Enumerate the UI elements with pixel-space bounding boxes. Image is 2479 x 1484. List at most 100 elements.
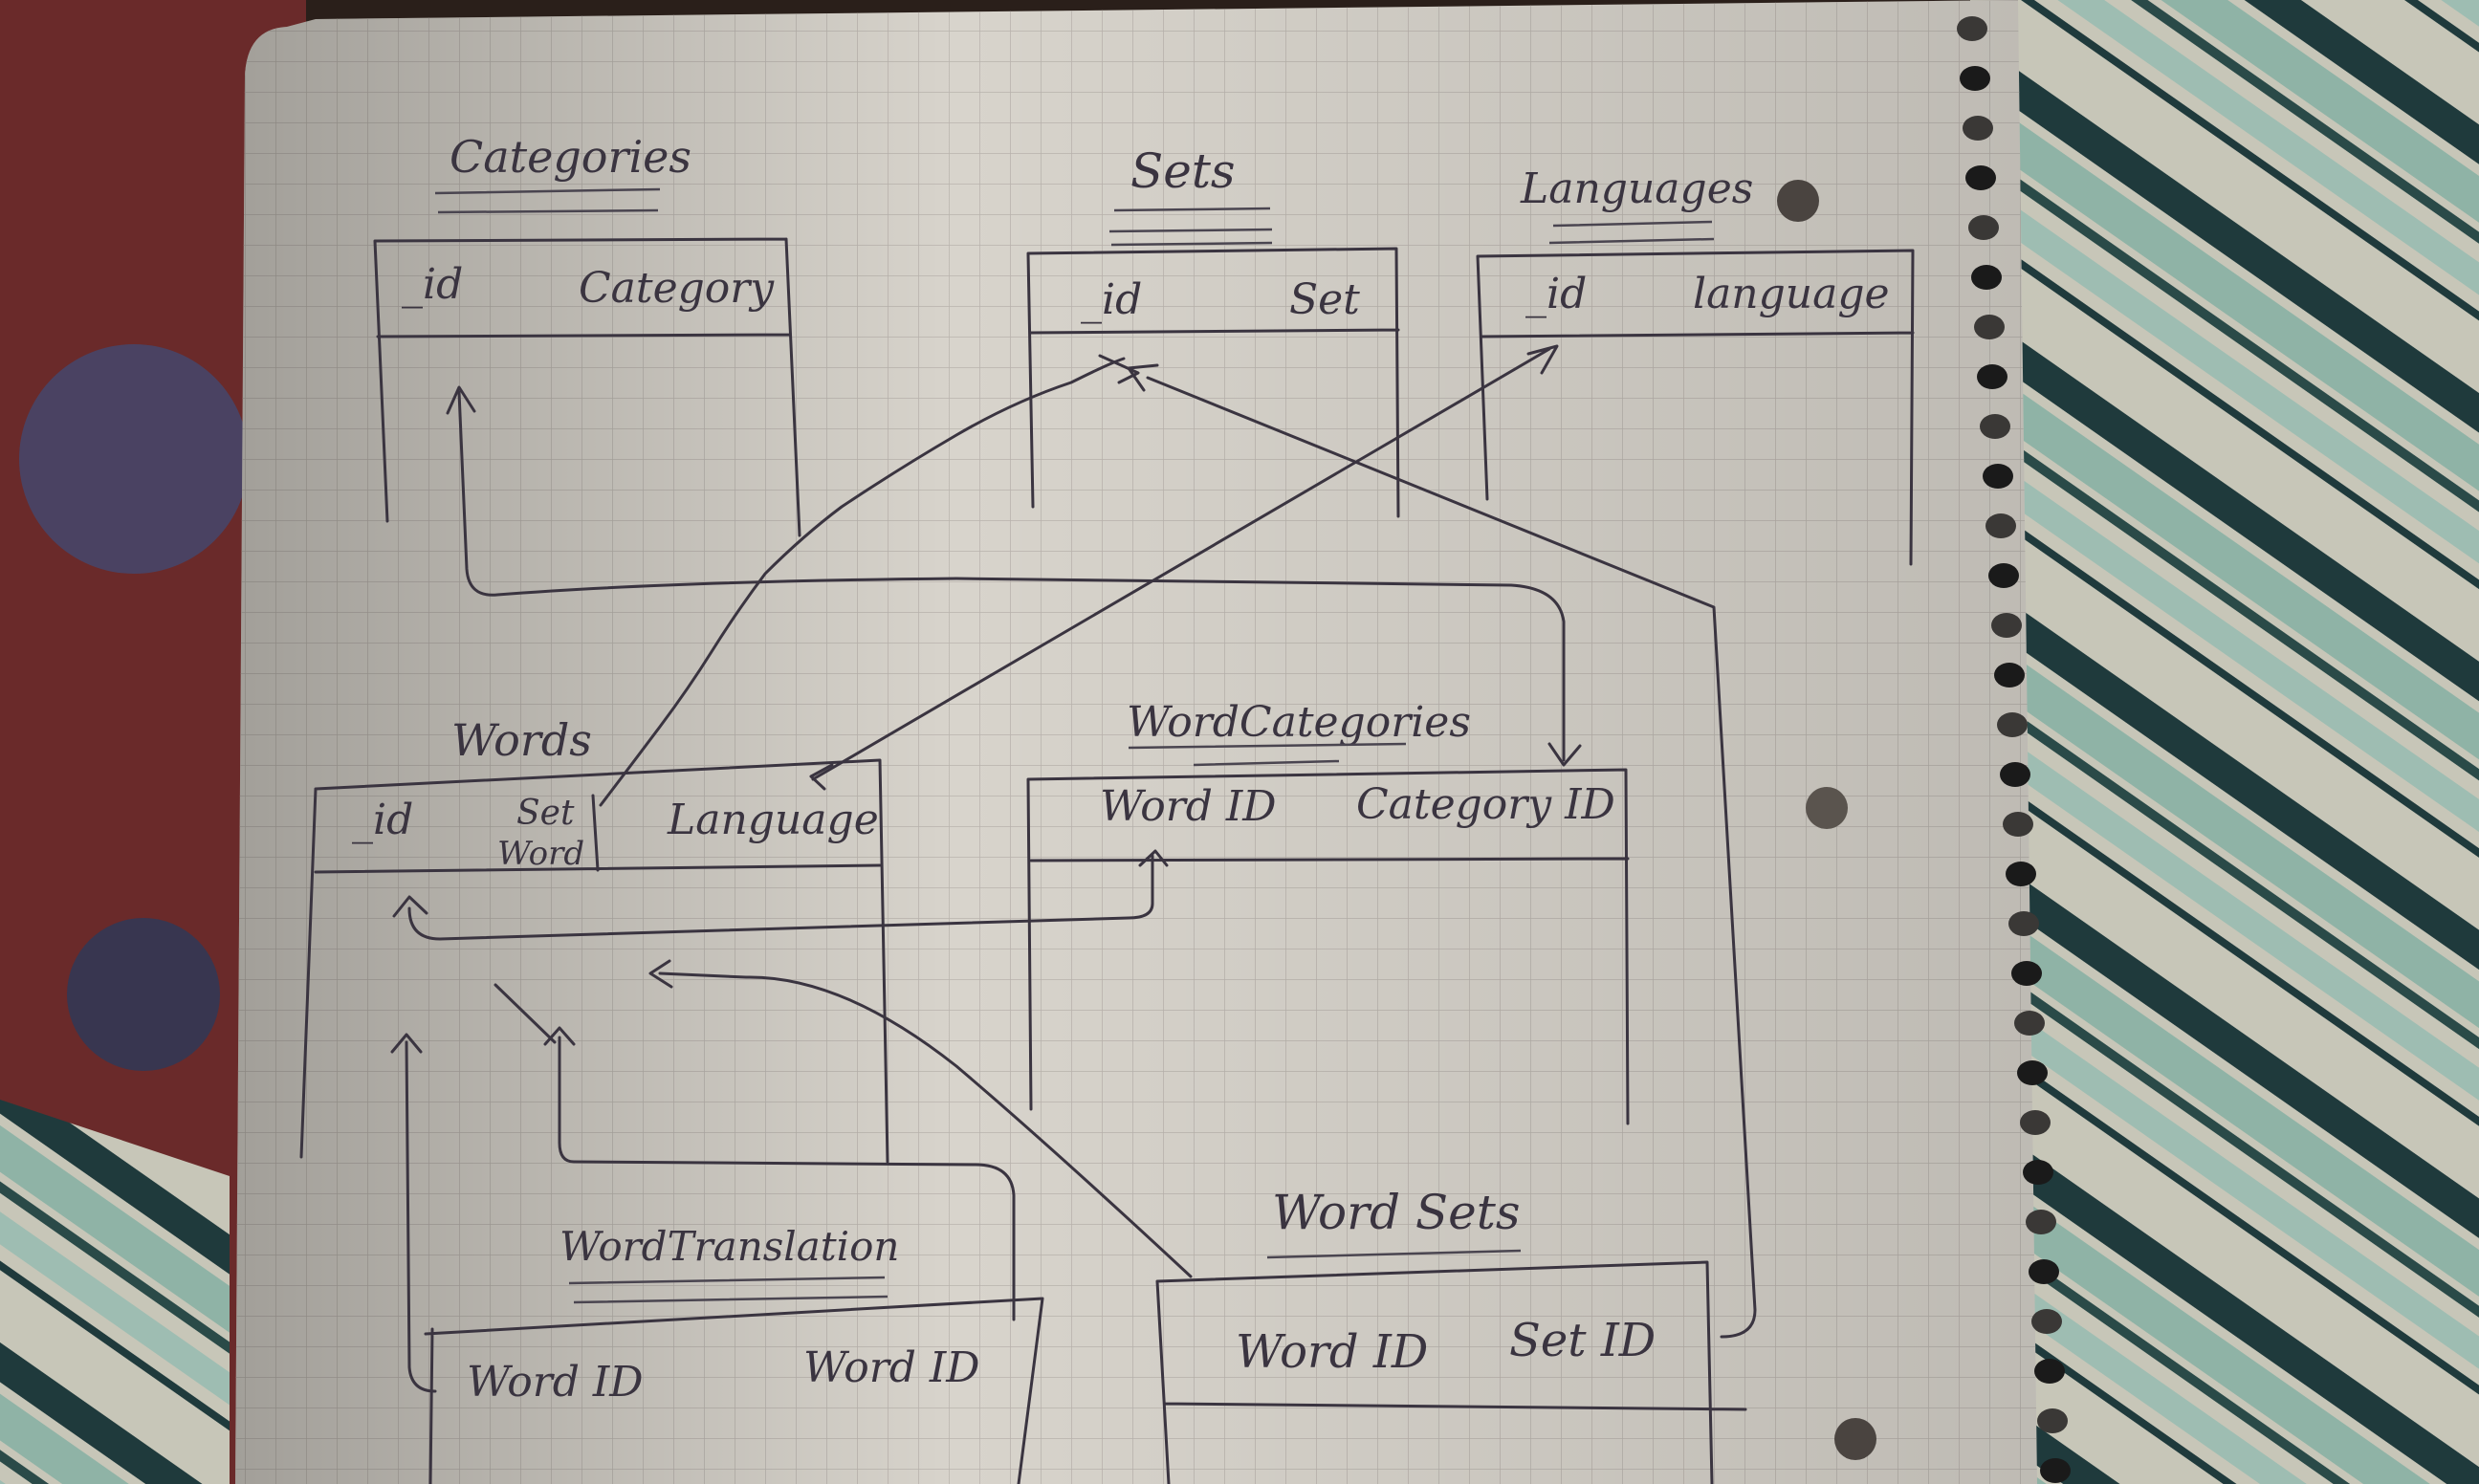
perforation-hole (2011, 961, 2042, 986)
perforation-hole (2031, 1309, 2062, 1334)
punch-hole (1834, 1418, 1876, 1460)
left-fabric-ornament (19, 344, 249, 574)
table-sets-title: Sets (1130, 143, 1236, 199)
perforation-hole (1980, 414, 2010, 439)
perforation-hole (2017, 1060, 2048, 1085)
title-underline (568, 1276, 888, 1304)
table-categories: Categories _id Category (373, 131, 801, 537)
column-set-id: Set ID (1509, 1314, 1656, 1367)
perforation-hole (2020, 1110, 2051, 1135)
perforation-hole (1960, 66, 1990, 91)
perforation-hole (2000, 762, 2030, 787)
arrow-words-language-to-languages-id (811, 347, 1551, 781)
table-languages-outline (1476, 249, 1915, 566)
column-word-id: Word ID (1100, 782, 1277, 831)
table-wordsets-title: Word Sets (1272, 1185, 1521, 1240)
punch-hole (1777, 180, 1819, 222)
arrow-wordsets-wordid-to-words (658, 971, 1193, 1278)
perforation-hole (2040, 1458, 2071, 1483)
table-words-title: Words (451, 714, 592, 766)
table-wordtranslation: WordTranslation Word ID Word ID (424, 1223, 1044, 1484)
punch-holes (1777, 180, 1876, 1460)
column-language: language (1693, 270, 1890, 318)
column-id: _id (1525, 270, 1587, 318)
perforation-hole (1983, 464, 2013, 489)
perforation-hole (1963, 116, 1993, 141)
perforation-hole (1977, 364, 2007, 389)
perforation-hole (2034, 1359, 2065, 1384)
column-word-id-1: Word ID (467, 1358, 644, 1407)
column-category-id: Category ID (1356, 780, 1615, 829)
arrowhead (392, 895, 428, 918)
perforation-hole (1965, 165, 1996, 190)
arrow-wordsets-setid-to-sets (1146, 376, 1757, 1339)
perforation-hole (2029, 1259, 2059, 1284)
perforation-hole (2008, 911, 2039, 936)
arrow-wordtranslation-id2-to-words (558, 1036, 1016, 1321)
perforation-hole (1991, 613, 2022, 638)
table-wordsets: Word Sets Word ID Set ID (1155, 1185, 1747, 1484)
table-wordcategories: WordCategories Word ID Category ID (1026, 698, 1630, 1125)
column-set: Set (516, 794, 575, 833)
arrowhead (1138, 849, 1169, 867)
column-word: Word (497, 835, 584, 873)
perforation-hole (1994, 663, 2025, 687)
column-word-id-2: Word ID (803, 1343, 980, 1392)
arrowhead (1098, 354, 1140, 384)
bottom-left-fabric (0, 1100, 230, 1484)
table-wordtranslation-outline (424, 1297, 1044, 1484)
arrow-words-set-to-sets-id (599, 357, 1126, 807)
column-id: _id (402, 260, 463, 309)
arrow-tail (494, 983, 557, 1044)
column-id: _id (1081, 275, 1142, 324)
title-underline (1128, 742, 1407, 767)
table-categories-title: Categories (450, 131, 691, 183)
perforation-hole (2023, 1160, 2053, 1185)
perforation-hole (1997, 712, 2028, 737)
title-underline (1108, 207, 1273, 247)
notebook-page (235, 0, 2037, 1484)
table-words: Words _id Set Word Language (299, 714, 889, 1164)
spiral-perforations (1957, 16, 2071, 1483)
perforation-hole (1957, 16, 1987, 41)
perforation-hole (1985, 513, 2016, 538)
table-wordcategories-outline (1026, 768, 1630, 1125)
table-languages-title: Languages (1520, 164, 1753, 213)
column-category: Category (579, 264, 775, 313)
perforation-hole (2014, 1011, 2045, 1036)
table-words-outline (299, 758, 889, 1164)
title-underline (1548, 220, 1715, 245)
perforation-hole (2037, 1408, 2068, 1433)
arrow-wordcategories-to-words (407, 854, 1154, 941)
perforation-hole (2026, 1210, 2056, 1234)
arrow-wordcategories-to-categories (457, 390, 1566, 762)
table-wordtranslation-title: WordTranslation (559, 1223, 899, 1270)
table-wordsets-outline (1155, 1260, 1747, 1484)
table-wordcategories-title: WordCategories (1127, 698, 1471, 747)
arrowhead (1526, 344, 1559, 375)
arrow-wordtranslation-id1-to-words (405, 1040, 437, 1393)
perforation-hole (2006, 862, 2036, 886)
title-underline (434, 187, 661, 214)
table-sets-outline (1026, 247, 1400, 518)
perforation-hole (2003, 812, 2033, 837)
right-fabric (1970, 0, 2479, 1484)
column-id: _id (352, 796, 413, 844)
arrowhead (390, 1033, 423, 1054)
left-fabric-ornament-2 (67, 918, 220, 1071)
title-underline (1266, 1249, 1522, 1259)
perforation-hole (1974, 315, 2005, 339)
perforation-hole (1988, 563, 2019, 588)
arrowhead (648, 959, 673, 989)
arrowhead (1547, 742, 1582, 767)
table-sets: Sets _id Set (1026, 143, 1400, 518)
column-set: Set (1289, 275, 1360, 324)
perforation-hole (1968, 215, 1999, 240)
table-languages: Languages _id language (1476, 164, 1915, 566)
arrowhead (1127, 363, 1159, 392)
perforation-hole (1971, 265, 2002, 290)
relationship-arrows (390, 344, 1757, 1393)
punch-hole (1806, 787, 1848, 829)
column-language: Language (667, 796, 879, 844)
